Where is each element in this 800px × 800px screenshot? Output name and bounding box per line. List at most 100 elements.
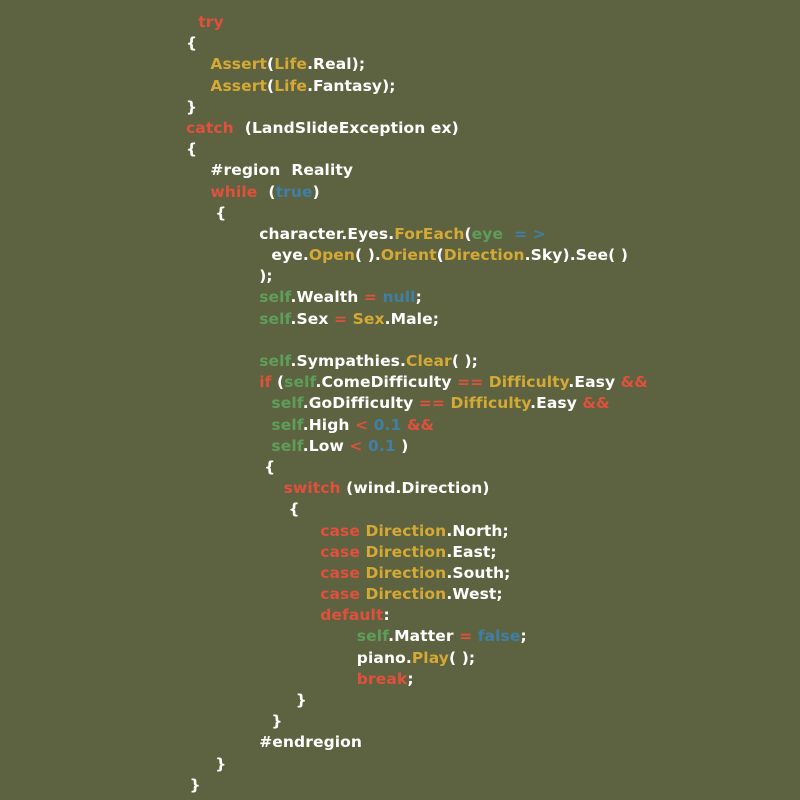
code-line: case Direction.North;	[186, 521, 786, 542]
code-token: break	[356, 669, 408, 688]
code-token: Life	[274, 55, 308, 74]
code-token: &&	[406, 415, 435, 434]
code-token: (	[271, 373, 285, 392]
code-token: .Sex	[290, 309, 335, 328]
code-line: #endregion	[186, 732, 786, 753]
code-token: #region Reality	[210, 161, 354, 180]
code-line: }	[186, 97, 786, 118]
code-token: self	[271, 394, 303, 413]
code-token: ;	[407, 669, 414, 688]
code-token: .Easy	[530, 394, 583, 413]
code-token: .South;	[446, 563, 511, 582]
code-token: case	[320, 542, 360, 561]
code-token: ==	[457, 373, 484, 392]
code-token: Open	[308, 246, 356, 265]
code-token: ;	[520, 627, 527, 646]
code-token: &&	[620, 373, 648, 392]
code-token: );	[259, 267, 273, 286]
code-token: {	[186, 34, 198, 53]
code-line: case Direction.South;	[186, 563, 786, 584]
code-token: .Easy	[568, 373, 621, 392]
code-line: self.Sex = Sex.Male;	[186, 309, 786, 330]
code-line: character.Eyes.ForEach(eye = >	[186, 224, 786, 245]
code-token: Assert	[210, 76, 268, 95]
code-token: try	[198, 13, 224, 31]
code-line: try	[186, 12, 786, 33]
code-token: Direction	[365, 563, 447, 582]
code-line: eye.Open( ).Orient(Direction.Sky).See( )	[186, 245, 786, 266]
code-line: );	[186, 266, 786, 287]
code-token: while	[210, 182, 258, 201]
code-line: self.Sympathies.Clear( );	[186, 351, 786, 372]
code-line: {	[186, 499, 786, 520]
code-token: self	[259, 309, 291, 328]
code-token: Direction	[365, 542, 447, 561]
code-token: <	[349, 436, 363, 455]
code-token: )	[395, 436, 409, 455]
code-token: self	[259, 288, 291, 307]
code-token: self	[284, 373, 316, 392]
code-line: self.Wealth = null;	[186, 287, 786, 308]
code-line: while (true)	[186, 182, 786, 203]
code-token: Sex	[352, 309, 385, 328]
code-token: }	[189, 775, 201, 794]
code-token: )	[312, 182, 320, 201]
code-token: }	[295, 691, 307, 709]
code-token: .West;	[446, 585, 503, 604]
code-line: break;	[186, 669, 786, 690]
code-line: case Direction.East;	[186, 542, 786, 563]
code-token: Direction	[443, 246, 525, 265]
code-line: default:	[186, 605, 786, 626]
code-token: .GoDifficulty	[302, 394, 419, 413]
code-token: }	[271, 712, 283, 731]
code-line: {	[186, 457, 786, 478]
code-token: .Low	[302, 436, 350, 455]
code-token: .East;	[446, 542, 497, 561]
code-token: case	[320, 563, 360, 582]
code-line: if (self.ComeDifficulty == Difficulty.Ea…	[186, 372, 786, 393]
code-token: :	[383, 606, 390, 625]
code-token: Direction	[365, 521, 447, 540]
code-token: default	[320, 606, 384, 625]
code-token: (	[257, 182, 276, 201]
code-line: #region Reality	[186, 160, 786, 181]
code-token: null	[382, 288, 416, 307]
code-token: case	[320, 521, 360, 540]
code-token: case	[320, 585, 360, 604]
code-token: ( );	[451, 352, 478, 370]
code-token: 0.1	[373, 415, 402, 434]
code-token: ==	[418, 394, 446, 413]
code-token: {	[215, 203, 227, 222]
code-line: self.Matter = false;	[186, 626, 786, 647]
code-token: .Fantasy);	[307, 76, 396, 95]
code-line: {	[186, 33, 786, 54]
code-token: Orient	[380, 246, 437, 265]
code-token: .High	[302, 415, 356, 434]
code-token: .Matter	[388, 627, 460, 646]
code-token: catch	[186, 118, 234, 137]
code-token: .Sky).See( )	[524, 246, 629, 265]
code-token: {	[264, 457, 276, 476]
code-token: switch	[283, 479, 341, 498]
code-token: (	[267, 76, 275, 95]
code-line: {	[186, 203, 786, 224]
code-token: self	[356, 627, 389, 646]
code-token: ( ).	[355, 246, 381, 265]
code-token: Life	[274, 76, 308, 95]
code-line: self.High < 0.1 &&	[186, 415, 786, 436]
code-token: =	[459, 627, 473, 646]
code-token: ;	[415, 288, 422, 307]
code-token: (	[464, 224, 472, 243]
code-line: }	[186, 690, 786, 711]
code-line: }	[186, 711, 786, 732]
code-token: .North;	[446, 521, 509, 540]
code-line: switch (wind.Direction)	[186, 478, 786, 499]
code-token: (	[267, 55, 275, 74]
code-token: self	[271, 415, 303, 434]
code-token: self	[259, 352, 291, 370]
code-line: }	[186, 775, 786, 796]
code-token: }	[186, 97, 198, 116]
code-line: Assert(Life.Real);	[186, 54, 786, 75]
code-token: <	[355, 415, 369, 434]
